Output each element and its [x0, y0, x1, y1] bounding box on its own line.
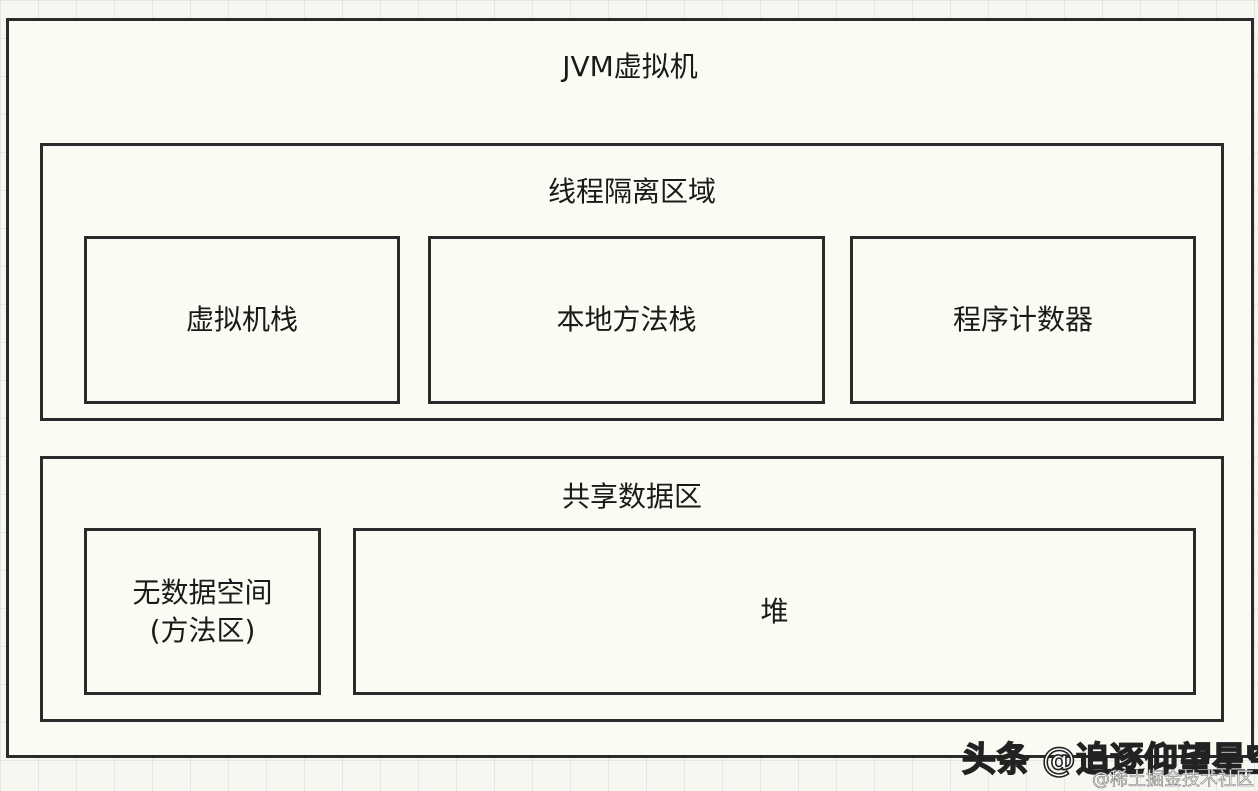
vm-stack-box: 虚拟机栈: [84, 236, 400, 404]
watermark-sub: @稀土掘金技术社区: [1092, 769, 1255, 791]
method-area-box: 无数据空间 (方法区): [84, 528, 321, 695]
native-method-stack-box: 本地方法栈: [428, 236, 825, 404]
heap-box: 堆: [353, 528, 1196, 695]
heap-label: 堆: [760, 594, 789, 628]
program-counter-label: 程序计数器: [952, 303, 1093, 337]
shared-data-title: 共享数据区: [561, 480, 702, 513]
native-method-stack-label: 本地方法栈: [556, 303, 697, 337]
method-area-label: 无数据空间 (方法区): [132, 575, 273, 647]
thread-isolated-title: 线程隔离区域: [547, 175, 716, 208]
jvm-title: JVM虚拟机: [562, 50, 698, 83]
program-counter-box: 程序计数器: [850, 236, 1196, 404]
vm-stack-label: 虚拟机栈: [185, 303, 298, 337]
watermark-main: 头条 @追逐仰望星空: [961, 739, 1258, 781]
